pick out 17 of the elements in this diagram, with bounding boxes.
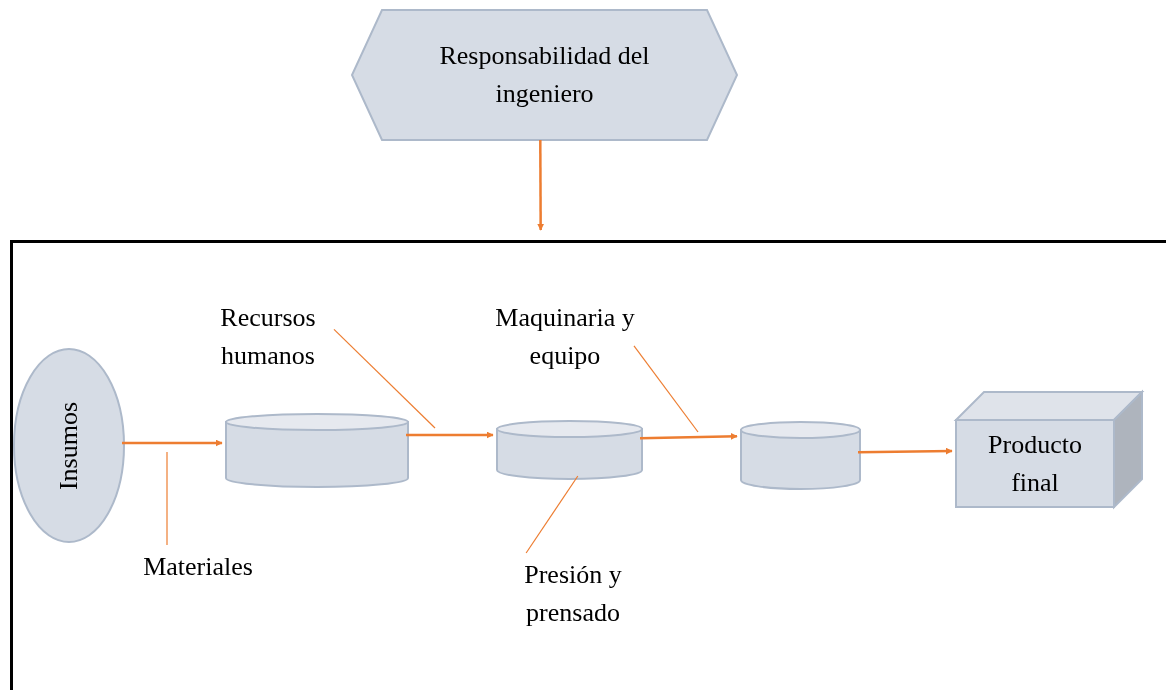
arrow <box>858 447 953 455</box>
callout-text: Presión y prensado <box>501 556 645 634</box>
callout-text: Recursos humanos <box>199 299 337 377</box>
arrow <box>537 140 545 231</box>
node-label: Producto final <box>987 428 1083 499</box>
leader-line <box>525 475 579 554</box>
callout-text: Materiales <box>121 548 275 584</box>
leader-line <box>166 451 168 546</box>
leader-line <box>633 345 699 433</box>
callout-text: Maquinaria y equipo <box>493 299 637 377</box>
arrow <box>406 431 494 439</box>
node-label: Insumos <box>53 401 84 490</box>
arrow <box>122 439 223 447</box>
frame-box <box>10 240 1166 690</box>
node-label: Responsabilidad del ingeniero <box>438 40 651 110</box>
arrow <box>639 432 738 440</box>
leader-line <box>333 328 436 429</box>
